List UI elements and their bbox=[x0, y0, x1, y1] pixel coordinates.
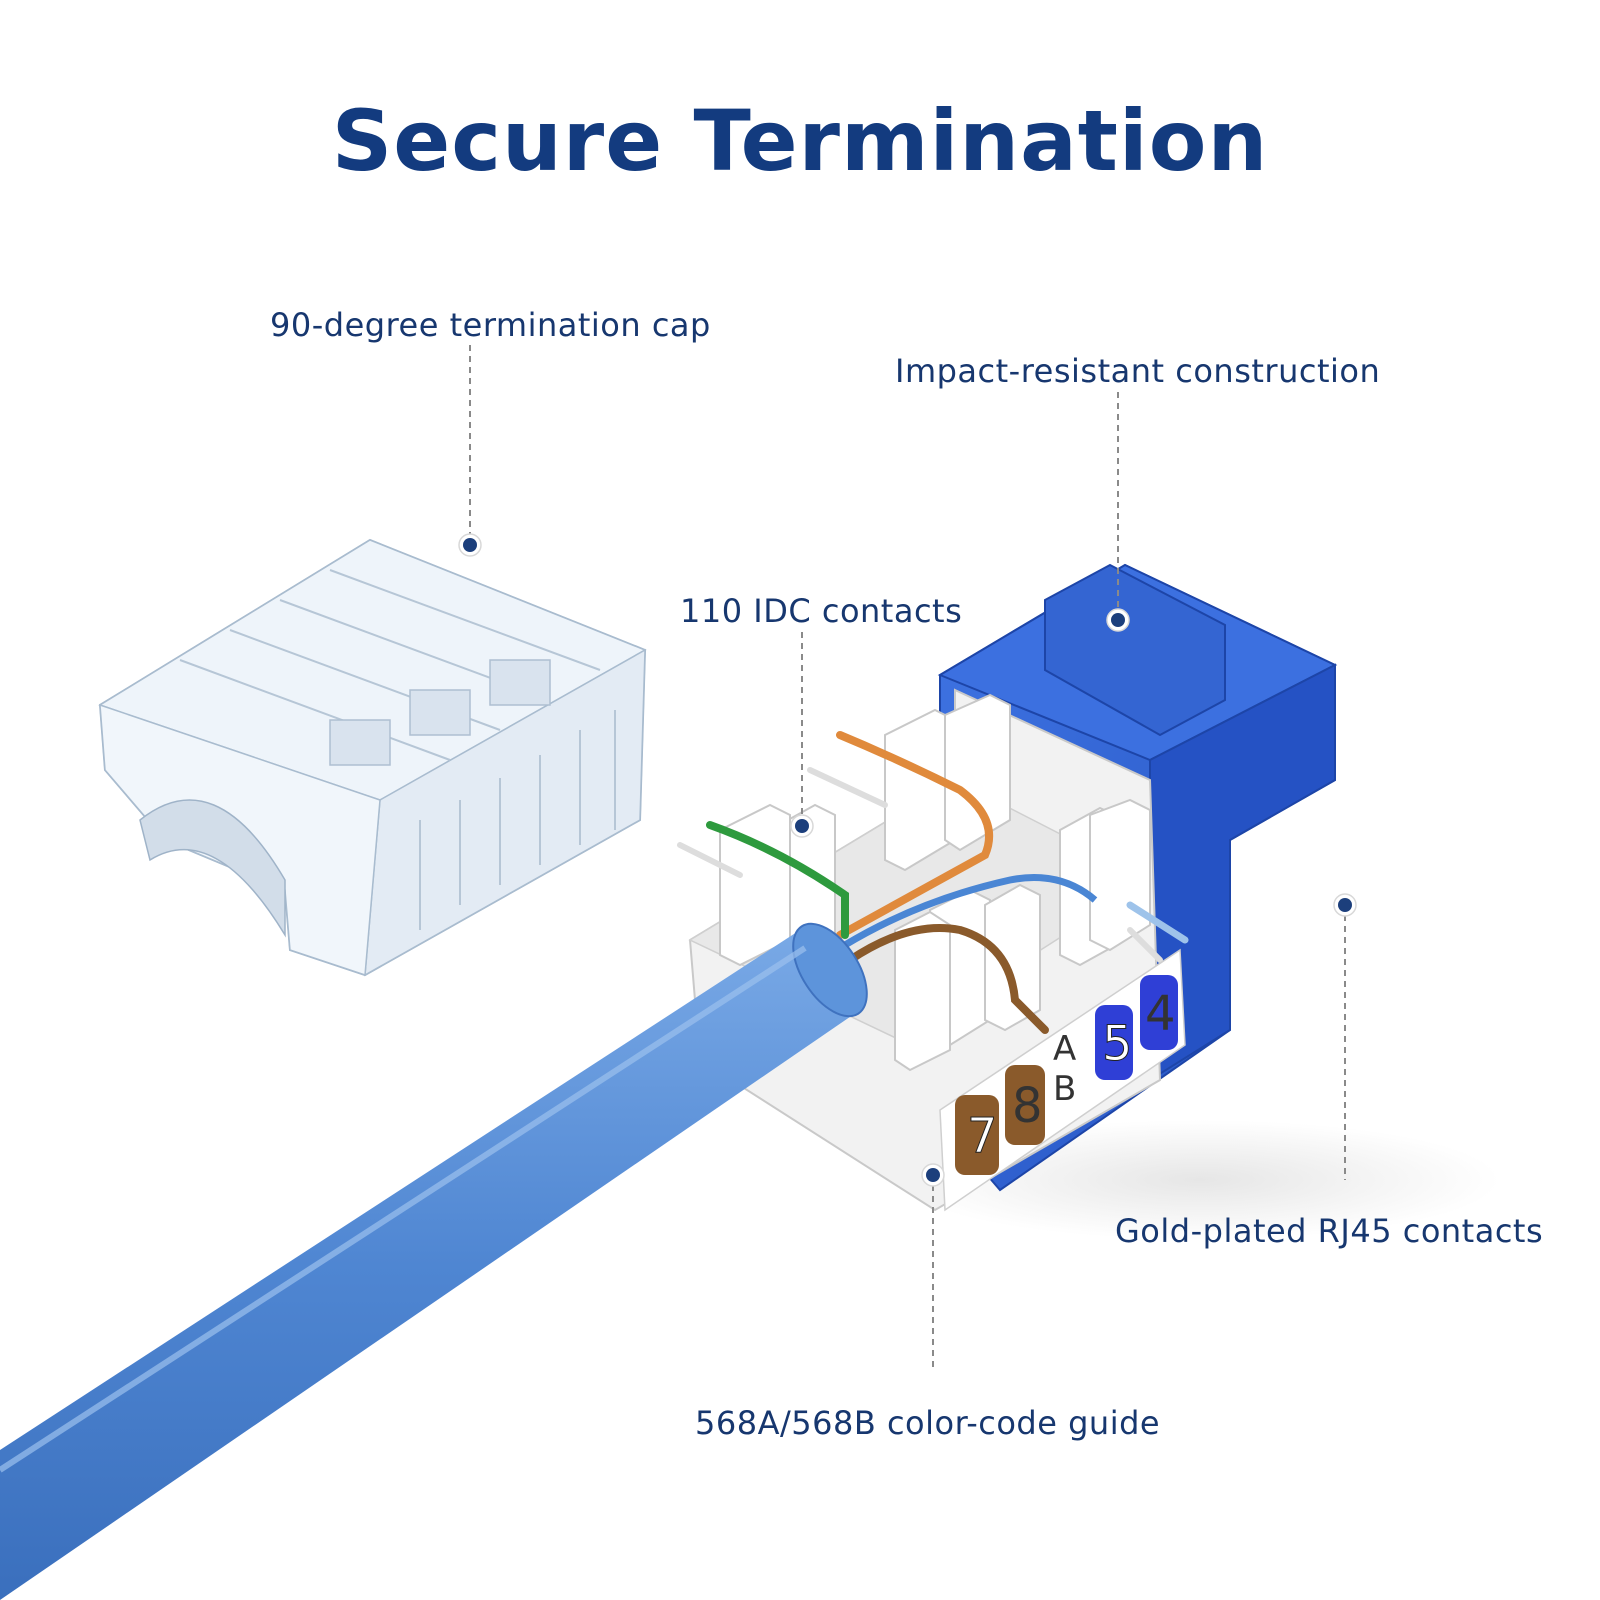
guide-marker-dot bbox=[921, 1163, 945, 1187]
ethernet-cable-image bbox=[0, 922, 868, 1600]
callout-termination-cap: 90-degree termination cap bbox=[270, 306, 711, 344]
keystone-jack-image: 7 8 A B 5 4 bbox=[677, 563, 1338, 1212]
callout-color-code-guide: 568A/568B color-code guide bbox=[695, 1404, 1161, 1442]
color-guide-digit: 8 bbox=[1012, 1078, 1043, 1134]
color-guide-standard: A bbox=[1053, 1029, 1076, 1069]
page-title: Secure Termination bbox=[331, 92, 1269, 190]
impact-marker-dot bbox=[1106, 608, 1130, 632]
callout-idc-contacts: 110 IDC contacts bbox=[680, 592, 963, 630]
callout-impact-resistant: Impact-resistant construction bbox=[895, 352, 1381, 390]
cap-marker-dot bbox=[458, 533, 482, 557]
rj45-marker-dot bbox=[1333, 893, 1357, 917]
callout-rj45-contacts: Gold-plated RJ45 contacts bbox=[1115, 1212, 1544, 1250]
color-guide-standard: B bbox=[1053, 1069, 1076, 1109]
color-guide-digit: 7 bbox=[967, 1108, 998, 1164]
idc-marker-dot bbox=[790, 814, 814, 838]
termination-cap-image bbox=[98, 538, 647, 977]
color-guide-digit: 5 bbox=[1102, 1016, 1133, 1072]
color-guide-digit: 4 bbox=[1145, 986, 1176, 1042]
